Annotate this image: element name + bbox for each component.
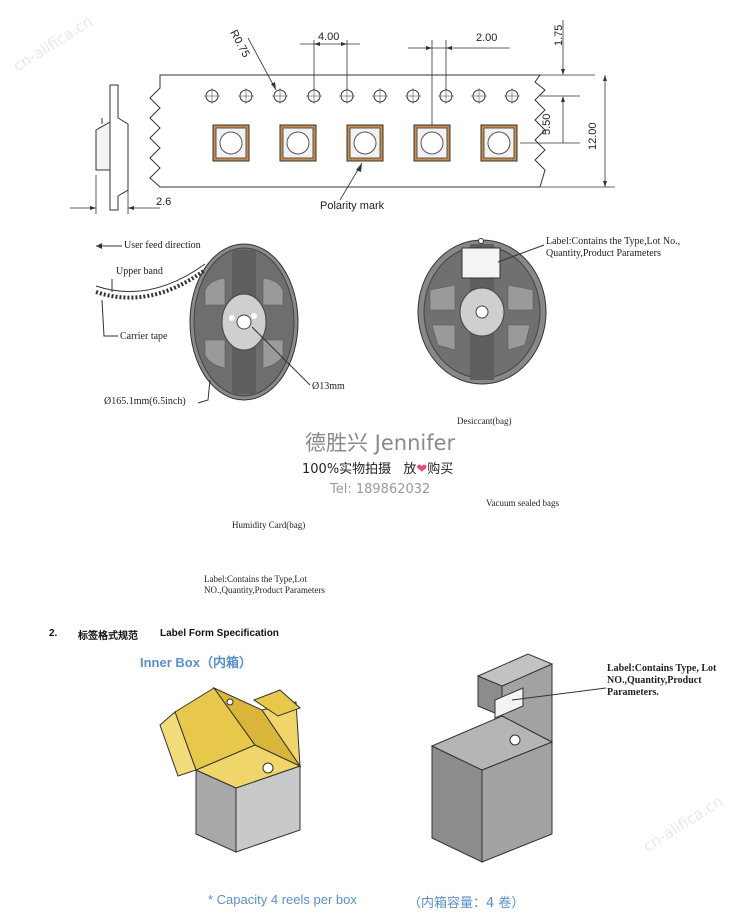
- humidity-card-label: Humidity Card(bag): [232, 520, 306, 530]
- reel-outer-diameter: Ø165.1mm(6.5inch): [104, 396, 186, 407]
- reel-hub-diameter: Ø13mm: [312, 381, 345, 392]
- user-feed-direction: User feed direction: [124, 240, 201, 251]
- polarity-mark-label: Polarity mark: [320, 200, 385, 212]
- watermark-slogan-mid: 放: [403, 462, 417, 477]
- dim-thickness: 2.6: [156, 196, 172, 208]
- packing-label-note: Label:Contains the Type,Lot NO.,Quantity…: [204, 574, 325, 595]
- watermark-slogan-left: 100%实物拍摄: [302, 462, 392, 477]
- watermark-brand: 德胜兴 Jennifer: [305, 431, 456, 455]
- carrier-tape-label: Carrier tape: [120, 331, 168, 342]
- heart-icon: ❤: [416, 462, 428, 477]
- section-number: 2.: [49, 628, 58, 639]
- dim-pitch-2: 2.00: [476, 32, 498, 44]
- desiccant-label: Desiccant(bag): [457, 416, 512, 426]
- vacuum-bag-label: Vacuum sealed bags: [486, 498, 559, 508]
- watermark-tel: Tel: 189862032: [330, 482, 431, 497]
- reel-label-note: Label:Contains the Type,Lot No., Quantit…: [546, 236, 681, 259]
- capacity-cn: （内箱容量：4 卷）: [408, 896, 525, 911]
- box-label-note: Label:Contains Type, Lot NO.,Quantity,Pr…: [607, 663, 717, 698]
- reel-drawing: [95, 238, 547, 404]
- inner-box-title: Inner Box（内箱）: [140, 655, 252, 670]
- capacity-en: * Capacity 4 reels per box: [208, 892, 357, 907]
- carrier-tape-drawing: [70, 20, 615, 214]
- watermark-slogan: 100%实物拍摄 放❤购买: [302, 458, 453, 477]
- watermark-slogan-right: 购买: [427, 462, 454, 477]
- section-title-en: Label Form Specification: [160, 628, 279, 639]
- upper-band-label: Upper band: [116, 266, 163, 277]
- section-title-cn: 标签格式规范: [78, 631, 138, 642]
- dim-pitch-4: 4.00: [318, 31, 340, 43]
